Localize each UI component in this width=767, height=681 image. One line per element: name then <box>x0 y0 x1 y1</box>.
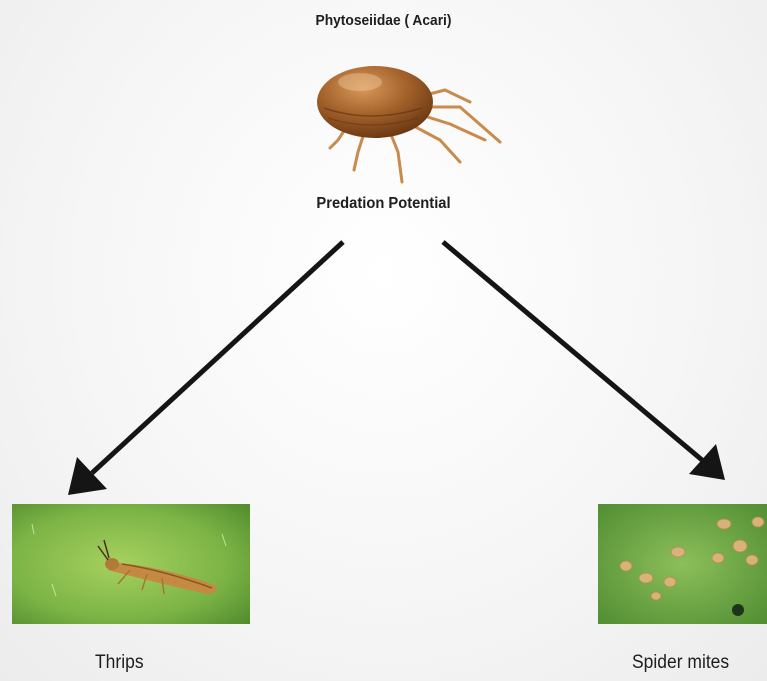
arrow-to-spider-mites <box>443 242 725 480</box>
thrips-image <box>12 504 250 624</box>
thrips-label: Thrips <box>95 652 144 674</box>
spider-mites-image <box>598 504 767 624</box>
arrow-to-thrips <box>68 242 343 495</box>
spider-mites-label: Spider mites <box>632 652 729 674</box>
